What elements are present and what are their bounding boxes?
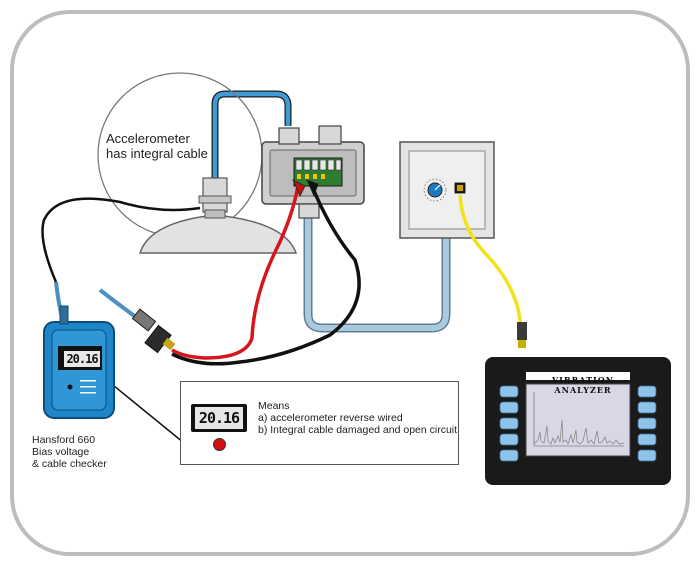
analyzer-title: VIBRATION ANALYZER <box>551 375 615 395</box>
accelerometer-label-line1: Accelerometer <box>106 131 190 146</box>
accelerometer-label-line2: has integral cable <box>106 146 208 161</box>
bnc-adaptor <box>131 308 176 354</box>
analyzer-spectrum-plot <box>533 392 625 447</box>
hansford-label-line3: & cable checker <box>32 458 107 470</box>
analyzer-left-buttons <box>499 385 519 462</box>
switch-box <box>399 141 495 239</box>
hansford-label-line1: Hansford 660 <box>32 434 96 446</box>
means-meter-display: 20.16 <box>191 404 247 432</box>
hansford-display: 20.16 <box>63 350 101 368</box>
means-item-b: b) Integral cable damaged and open circu… <box>258 424 458 436</box>
means-text: Means a) accelerometer reverse wired b) … <box>258 400 457 436</box>
means-meter-reading: 20.16 <box>195 407 243 429</box>
junction-box <box>261 125 365 219</box>
red-clip <box>292 179 306 197</box>
yellow-output-cable <box>458 194 524 346</box>
means-item-a: a) accelerometer reverse wired <box>258 412 403 424</box>
black-test-lead <box>171 185 361 366</box>
hansford-label-line2: Bias voltage <box>32 446 90 458</box>
means-heading: Means <box>258 400 290 412</box>
accelerometer-label: Accelerometer has integral cable <box>106 131 208 161</box>
analyzer-right-buttons <box>637 385 657 462</box>
rotary-selector-knob <box>423 178 447 202</box>
black-clip <box>306 179 319 198</box>
means-red-led-icon <box>213 438 226 451</box>
hansford-label: Hansford 660 Bias voltage & cable checke… <box>32 434 107 470</box>
red-test-lead <box>171 185 300 360</box>
analyzer-bnc-connector <box>517 322 527 348</box>
meter-to-adaptor-lead <box>41 197 201 283</box>
accelerometer-sensor <box>198 177 232 219</box>
